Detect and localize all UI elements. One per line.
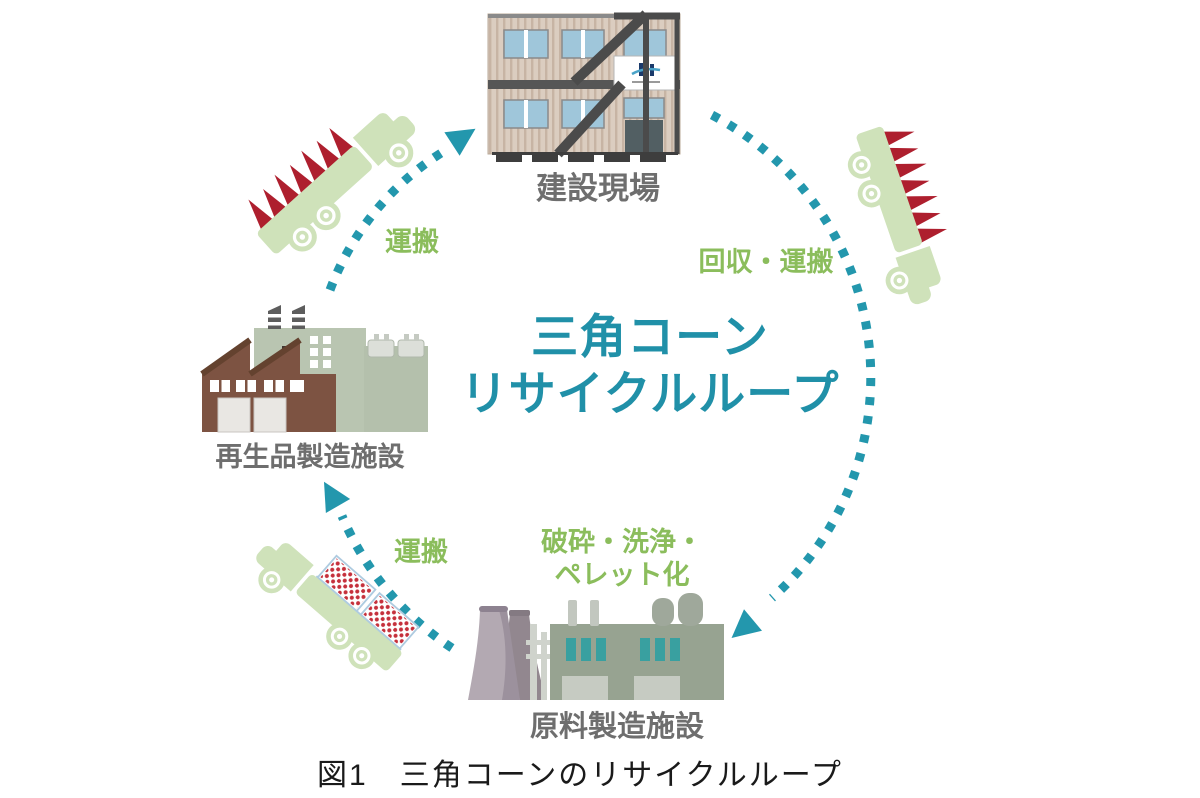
truck-body xyxy=(257,113,416,254)
roof-tanks xyxy=(367,334,425,358)
arrowhead-to-recycled-facility xyxy=(324,481,351,513)
raw-material-factory-icon xyxy=(468,593,724,700)
processing-label: 破砕・洗浄・ ペレット化 xyxy=(512,526,732,592)
figure-caption: 図1 三角コーンのリサイクルループ xyxy=(317,759,843,792)
arc-raw-to-recycled xyxy=(337,514,455,652)
diagram-title-line1: 三角コーン xyxy=(531,310,769,363)
traffic-cones xyxy=(882,131,947,244)
factory-windows xyxy=(566,638,680,661)
staircase xyxy=(554,10,680,158)
cone-truck-icon-top-left xyxy=(248,113,416,254)
diagram-title: 三角コーン リサイクルループ xyxy=(420,308,880,422)
truck-body xyxy=(256,543,402,671)
roof-stacks xyxy=(568,600,599,626)
recycled-product-facility-label: 再生品製造施設 xyxy=(215,442,405,472)
roof-tanks xyxy=(652,593,703,626)
pipes xyxy=(526,624,550,700)
raw-material-facility-label: 原料製造施設 xyxy=(529,711,704,743)
recycled-product-factory-icon xyxy=(200,305,428,433)
transport-to-site-label: 運搬 xyxy=(385,227,439,257)
transport-to-recycled-label: 運搬 xyxy=(394,537,448,567)
construction-site-label: 建設現場 xyxy=(536,171,660,206)
diagram-title-line2: リサイクルループ xyxy=(460,367,840,420)
collect-transport-label: 回収・運搬 xyxy=(698,247,834,277)
factory-doors xyxy=(562,676,680,700)
cone-truck-icon-right xyxy=(847,126,947,305)
front-building xyxy=(200,337,336,433)
windows-upper xyxy=(503,29,667,59)
truck-body xyxy=(847,126,941,305)
arrowhead-to-construction-site xyxy=(444,128,476,156)
construction-site-icon xyxy=(487,10,681,162)
pellet-truck-icon xyxy=(256,543,420,671)
base-skids xyxy=(492,152,678,162)
arc-site-to-raw xyxy=(709,111,876,602)
arc-recycled-to-site xyxy=(325,146,449,292)
processing-label-line1: 破砕・洗浄・ xyxy=(541,527,703,557)
arrowhead-to-raw-material xyxy=(731,609,762,638)
processing-label-line2: ペレット化 xyxy=(554,560,690,590)
